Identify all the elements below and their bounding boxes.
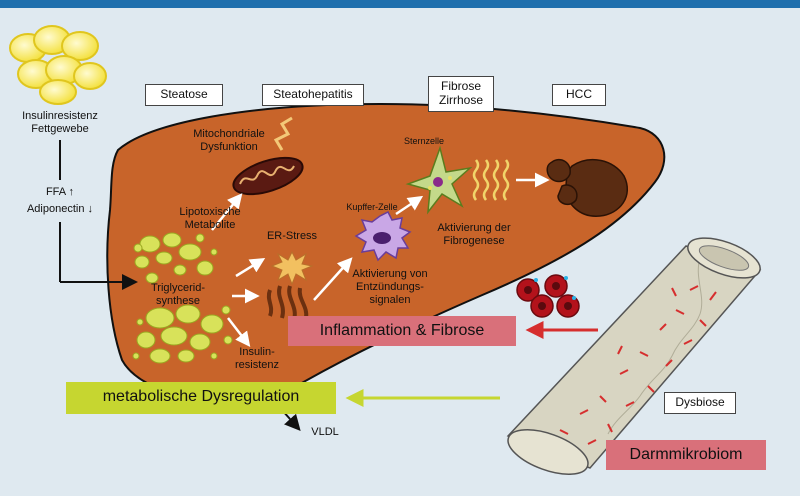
insulin-line2: resistenz <box>234 359 280 371</box>
fibrose-label: Fibrose <box>440 79 481 93</box>
insulin-line1: Insulin- <box>239 346 275 358</box>
aktiv-line1: Aktivierung von <box>352 268 428 280</box>
lipid-droplets-large-icon <box>132 304 233 364</box>
red-blood-cells-icon <box>516 274 580 318</box>
stage-steatohepatitis: Steatohepatitis <box>262 84 364 106</box>
inflammation-fibrose-box: Inflammation & Fibrose <box>288 316 516 346</box>
zirrhose-label: Zirrhose <box>438 93 483 107</box>
stage-steatose: Steatose <box>145 84 223 106</box>
fibro-line1: Aktivierung der <box>437 222 511 234</box>
er-stress-label: ER-Stress <box>266 230 318 242</box>
hcc-tumor-icon <box>546 158 629 217</box>
aktiv-line2: Entzündungs- <box>356 281 424 293</box>
trig-line2: synthese <box>155 295 201 307</box>
kupffer-cell-icon <box>354 210 412 262</box>
adiponectin-label: Adiponectin ↓ <box>26 203 94 215</box>
adipose-tissue-icon <box>9 25 107 105</box>
sternzelle-label: Sternzelle <box>403 136 445 146</box>
mitochondriale-dysfunktion-label: Mitochondriale Dysfunktion <box>174 128 284 154</box>
vldl-label: VLDL <box>311 426 339 438</box>
er-stress-icon <box>266 250 314 321</box>
insulinresistenz-liver-label: Insulin- resistenz <box>222 346 292 372</box>
fettgewebe-label: Fettgewebe <box>31 123 89 135</box>
triglyceridsynthese-label: Triglycerid- synthese <box>136 282 220 308</box>
stellate-cell-icon <box>405 145 473 215</box>
aktivierung-entzuendung-label: Aktivierung von Entzündungs- signalen <box>336 268 444 307</box>
lipo-line1: Lipotoxische <box>179 206 241 218</box>
metabolische-dysregulation-box: metabolische Dysregulation <box>66 382 336 414</box>
dysbiose-box: Dysbiose <box>664 392 736 414</box>
stage-hcc: HCC <box>552 84 606 106</box>
mito-line2: Dysfunktion <box>200 141 258 153</box>
aktivierung-fibrogenese-label: Aktivierung der Fibrogenese <box>420 222 528 248</box>
ffa-label: FFA ↑ <box>45 186 75 198</box>
top-bar <box>0 0 800 8</box>
fibrosis-fibers-icon <box>472 159 510 201</box>
lipo-line2: Metabolite <box>184 219 236 231</box>
mito-line1: Mitochondriale <box>193 128 265 140</box>
stage-fibrose-zirrhose: Fibrose Zirrhose <box>428 76 494 112</box>
trig-line1: Triglycerid- <box>151 282 205 294</box>
intestine-icon <box>506 237 762 475</box>
aktiv-line3: signalen <box>369 294 411 306</box>
darmmikrobiom-box: Darmmikrobiom <box>606 440 766 470</box>
kupffer-zelle-label: Kupffer-Zelle <box>346 202 398 212</box>
lipotoxische-metabolite-label: Lipotoxische Metabolite <box>160 206 260 232</box>
adipose-label: Insulinresistenz Fettgewebe <box>4 110 116 136</box>
mitochondrion-icon <box>232 116 304 196</box>
lipid-droplets-icon <box>133 232 218 284</box>
insulinresistenz-label: Insulinresistenz <box>22 110 98 122</box>
fibro-line2: Fibrogenese <box>443 235 505 247</box>
